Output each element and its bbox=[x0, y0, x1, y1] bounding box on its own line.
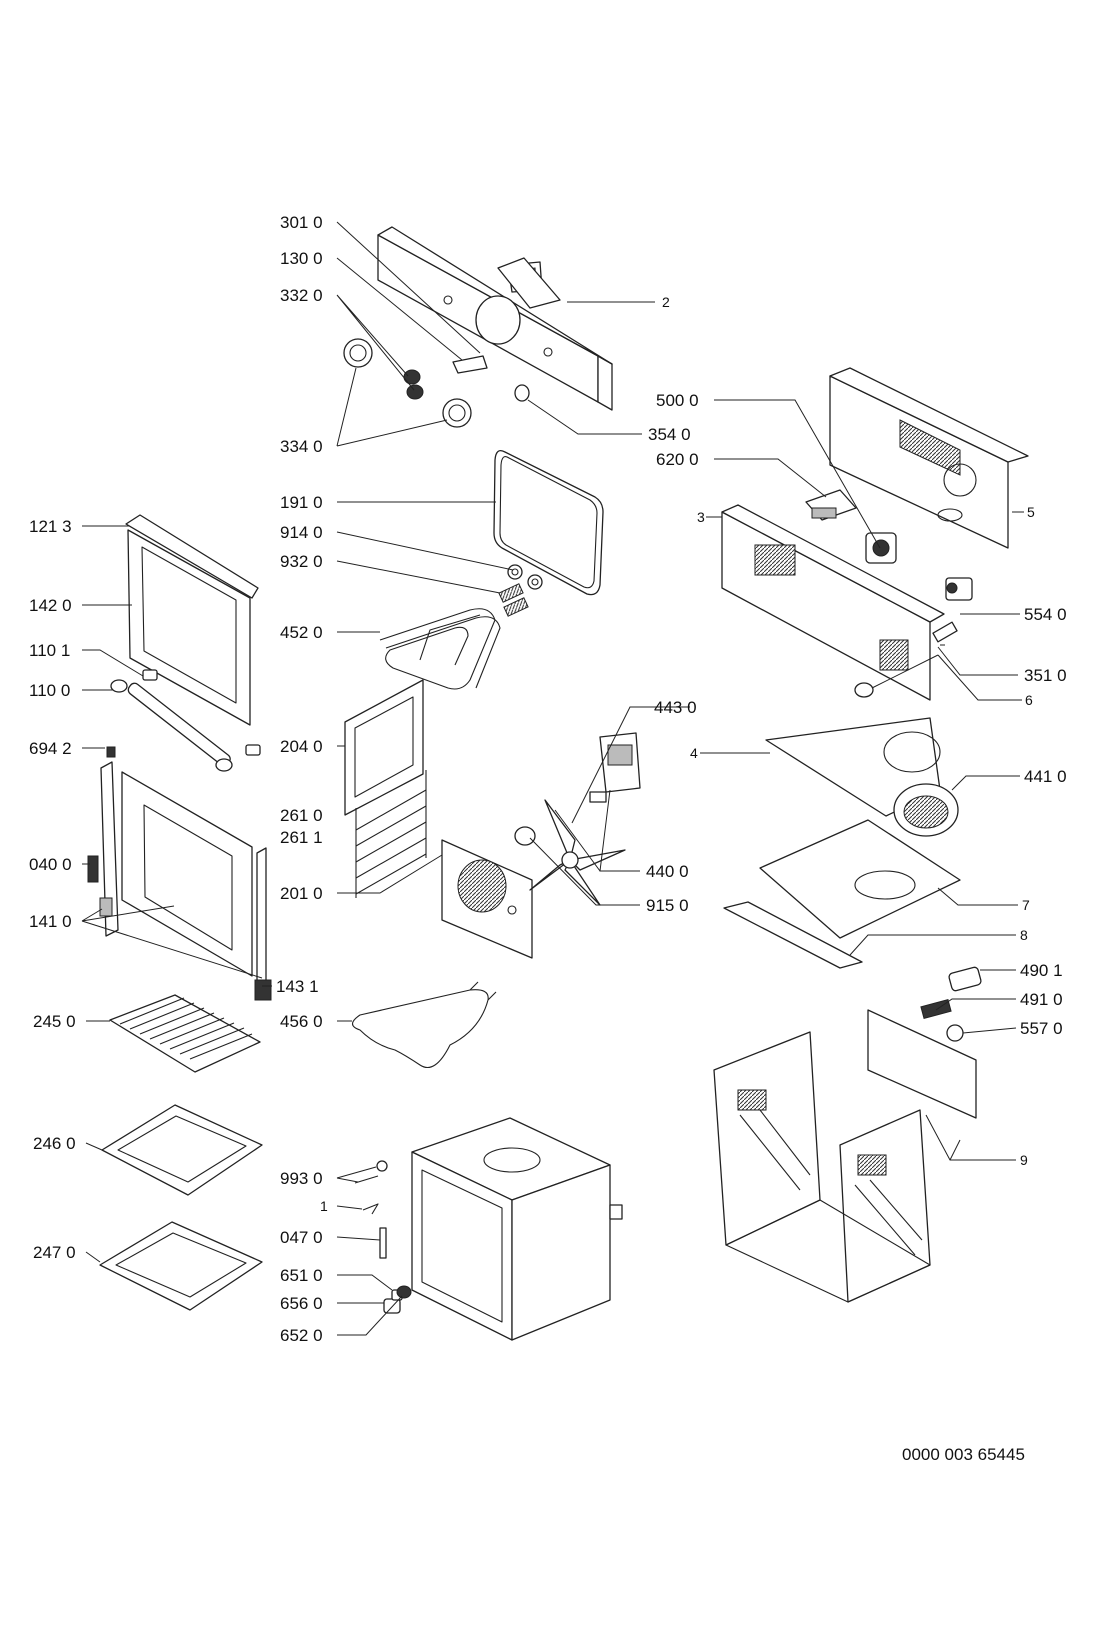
label-110-0: 110 0 bbox=[29, 681, 70, 700]
label-440-0: 440 0 bbox=[646, 862, 689, 881]
cooling-fan-part bbox=[893, 783, 959, 837]
label-7: 7 bbox=[1022, 897, 1030, 913]
control-chassis-part bbox=[721, 504, 945, 701]
rear-fan-cover-part bbox=[441, 839, 533, 959]
label-652-0: 652 0 bbox=[280, 1326, 323, 1345]
label-443-0: 443 0 bbox=[654, 698, 697, 717]
label-656-0: 656 0 bbox=[280, 1294, 323, 1313]
selector-switch-part bbox=[945, 577, 973, 601]
diagram-reference-number: 0000 003 65445 bbox=[902, 1445, 1025, 1464]
label-1: 1 bbox=[320, 1198, 328, 1214]
switch-clip-part bbox=[452, 355, 488, 374]
label-5: 5 bbox=[1027, 504, 1035, 520]
label-047-0: 047 0 bbox=[280, 1228, 323, 1247]
label-452-0: 452 0 bbox=[280, 623, 323, 642]
door-hinge-clip-part bbox=[106, 746, 116, 758]
indicator-lamp-part bbox=[514, 384, 530, 402]
control-knob-parts bbox=[343, 338, 472, 428]
element-fixing-parts bbox=[498, 564, 543, 617]
label-491-0: 491 0 bbox=[1020, 990, 1063, 1009]
label-351-0: 351 0 bbox=[1024, 666, 1067, 685]
grill-element-part bbox=[379, 608, 501, 690]
label-914-0: 914 0 bbox=[280, 523, 323, 542]
label-554-0: 554 0 bbox=[1024, 605, 1067, 624]
outer-door-part bbox=[100, 761, 267, 993]
switch-lamp-parts bbox=[854, 621, 958, 698]
label-915-0: 915 0 bbox=[646, 896, 689, 915]
label-490-1: 490 1 bbox=[1020, 961, 1063, 980]
deep-tray-part bbox=[99, 1221, 263, 1311]
oven-cavity-part bbox=[411, 1117, 623, 1341]
label-110-1: 110 1 bbox=[29, 641, 70, 660]
bracket-part bbox=[497, 257, 561, 309]
wire-shelf-part bbox=[109, 994, 261, 1073]
label-261-0: 261 0 bbox=[280, 806, 323, 825]
electrical-components-parts bbox=[920, 966, 982, 1042]
label-245-0: 245 0 bbox=[33, 1012, 76, 1031]
front-strip-part bbox=[723, 901, 863, 969]
thermostat-part bbox=[865, 532, 897, 564]
part-labels: 301 0 130 0 332 0 2 334 0 354 0 500 0 62… bbox=[29, 213, 1067, 1464]
label-354-0: 354 0 bbox=[648, 425, 691, 444]
terminal-block-part bbox=[805, 489, 857, 521]
leader-lines bbox=[81, 221, 1024, 1336]
bottom-element-part bbox=[351, 981, 497, 1069]
label-121-3: 121 3 bbox=[29, 517, 72, 536]
middle-plate-part bbox=[759, 819, 961, 939]
label-142-0: 142 0 bbox=[29, 596, 72, 615]
label-3: 3 bbox=[697, 509, 705, 525]
label-6: 6 bbox=[1025, 692, 1033, 708]
label-441-0: 441 0 bbox=[1024, 767, 1067, 786]
label-332-0: 332 0 bbox=[280, 286, 323, 305]
label-8: 8 bbox=[1020, 927, 1028, 943]
outer-casing-part bbox=[713, 1009, 977, 1303]
label-9: 9 bbox=[1020, 1152, 1028, 1168]
door-gasket-part bbox=[493, 449, 604, 596]
label-500-0: 500 0 bbox=[656, 391, 699, 410]
rear-panel-part bbox=[829, 367, 1029, 549]
label-557-0: 557 0 bbox=[1020, 1019, 1063, 1038]
label-246-0: 246 0 bbox=[33, 1134, 76, 1153]
label-143-1: 143 1 bbox=[276, 977, 319, 996]
door-hinge-part bbox=[87, 855, 113, 917]
label-456-0: 456 0 bbox=[280, 1012, 323, 1031]
label-201-0: 201 0 bbox=[280, 884, 323, 903]
label-993-0: 993 0 bbox=[280, 1169, 323, 1188]
label-130-0: 130 0 bbox=[280, 249, 323, 268]
small-fixing-parts bbox=[354, 1160, 412, 1314]
fan-motor-part bbox=[589, 732, 641, 803]
inner-glass-part bbox=[127, 529, 251, 726]
door-hinge-bracket-part bbox=[254, 979, 272, 1001]
door-top-profile-part bbox=[125, 514, 259, 599]
door-handle-part bbox=[110, 669, 261, 772]
label-247-0: 247 0 bbox=[33, 1243, 76, 1262]
label-191-0: 191 0 bbox=[280, 493, 323, 512]
label-204-0: 204 0 bbox=[280, 737, 323, 756]
label-651-0: 651 0 bbox=[280, 1266, 323, 1285]
label-4: 4 bbox=[690, 745, 698, 761]
label-301-0: 301 0 bbox=[280, 213, 323, 232]
fan-nut-part bbox=[514, 826, 536, 846]
label-334-0: 334 0 bbox=[280, 437, 323, 456]
shallow-tray-part bbox=[101, 1104, 263, 1196]
label-620-0: 620 0 bbox=[656, 450, 699, 469]
label-932-0: 932 0 bbox=[280, 552, 323, 571]
label-261-1: 261 1 bbox=[280, 828, 323, 847]
label-694-2: 694 2 bbox=[29, 739, 72, 758]
fan-blade-part bbox=[529, 799, 626, 906]
side-rack-part bbox=[344, 679, 427, 898]
label-141-0: 141 0 bbox=[29, 912, 72, 931]
label-2: 2 bbox=[662, 294, 670, 310]
label-040-0: 040 0 bbox=[29, 855, 72, 874]
